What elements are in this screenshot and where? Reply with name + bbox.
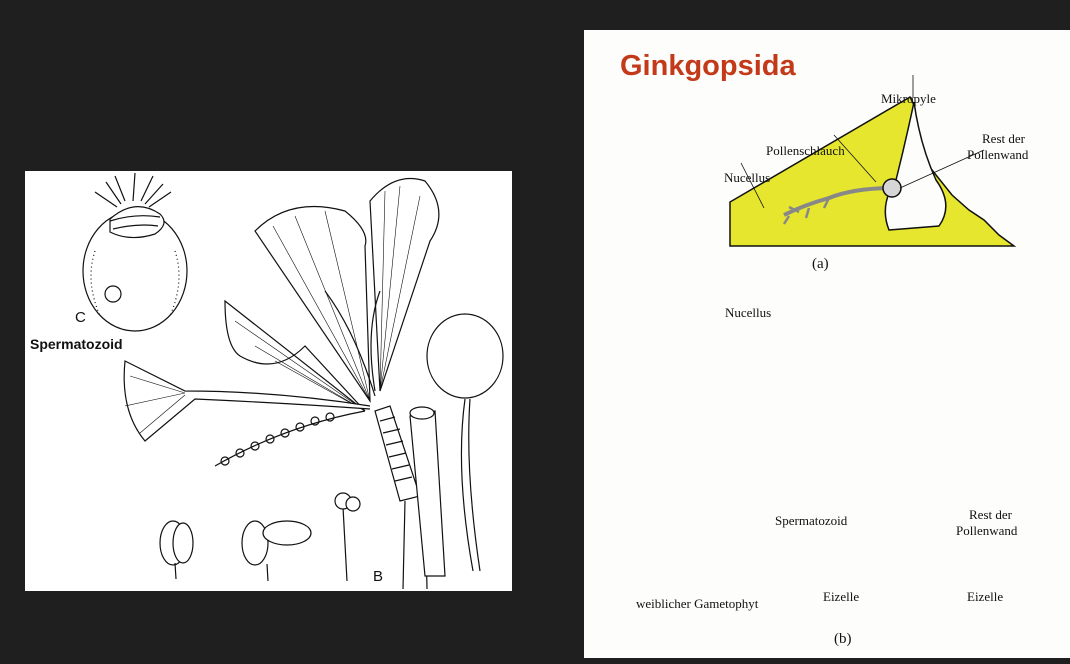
label-nucellus-b: Nucellus — [725, 305, 772, 320]
label-b: B — [373, 568, 384, 585]
label-gametophyt: weiblicher Gametophyt — [636, 596, 759, 611]
caption-a: (a) — [812, 256, 829, 272]
spermatozoid-drawing — [82, 172, 188, 332]
stem-drawing — [374, 405, 446, 590]
label-mikropyle: Mikropyle — [881, 91, 936, 106]
ginkgo-illustration-panel: C Spermatozoid B — [25, 171, 512, 591]
ovule-drawing — [426, 313, 504, 572]
ginkgo-leaves — [123, 177, 440, 442]
label-nucellus-a: Nucellus — [724, 170, 771, 185]
ginkgopsida-diagram — [729, 75, 1017, 247]
pollen-grain-a — [882, 178, 902, 198]
diagram-title: Ginkgopsida — [620, 50, 796, 82]
label-rest-b-1: Rest der — [969, 507, 1012, 522]
pollen-cone-drawing — [214, 410, 366, 467]
label-eizelle-2: Eizelle — [967, 589, 1004, 604]
label-rest-a-2: Pollenwand — [967, 147, 1029, 162]
caption-b: (b) — [834, 631, 852, 647]
label-rest-b-2: Pollenwand — [956, 523, 1018, 538]
label-c: C — [75, 309, 86, 326]
label-spermatozoid: Spermatozoid — [30, 336, 123, 352]
pollen-chamber-a — [884, 101, 947, 231]
label-eizelle-1: Eizelle — [823, 589, 860, 604]
label-spermatozoid-b: Spermatozoid — [775, 513, 848, 528]
microsporophyll-drawings — [159, 492, 361, 582]
diagram-a — [729, 75, 1017, 247]
nucellus-a — [729, 95, 1017, 247]
ginkgo-illustration — [82, 172, 504, 590]
label-pollenschlauch-a: Pollenschlauch — [766, 143, 845, 158]
label-rest-a-1: Rest der — [982, 131, 1025, 146]
ginkgopsida-diagram-panel: Ginkgopsida — [584, 30, 1070, 658]
